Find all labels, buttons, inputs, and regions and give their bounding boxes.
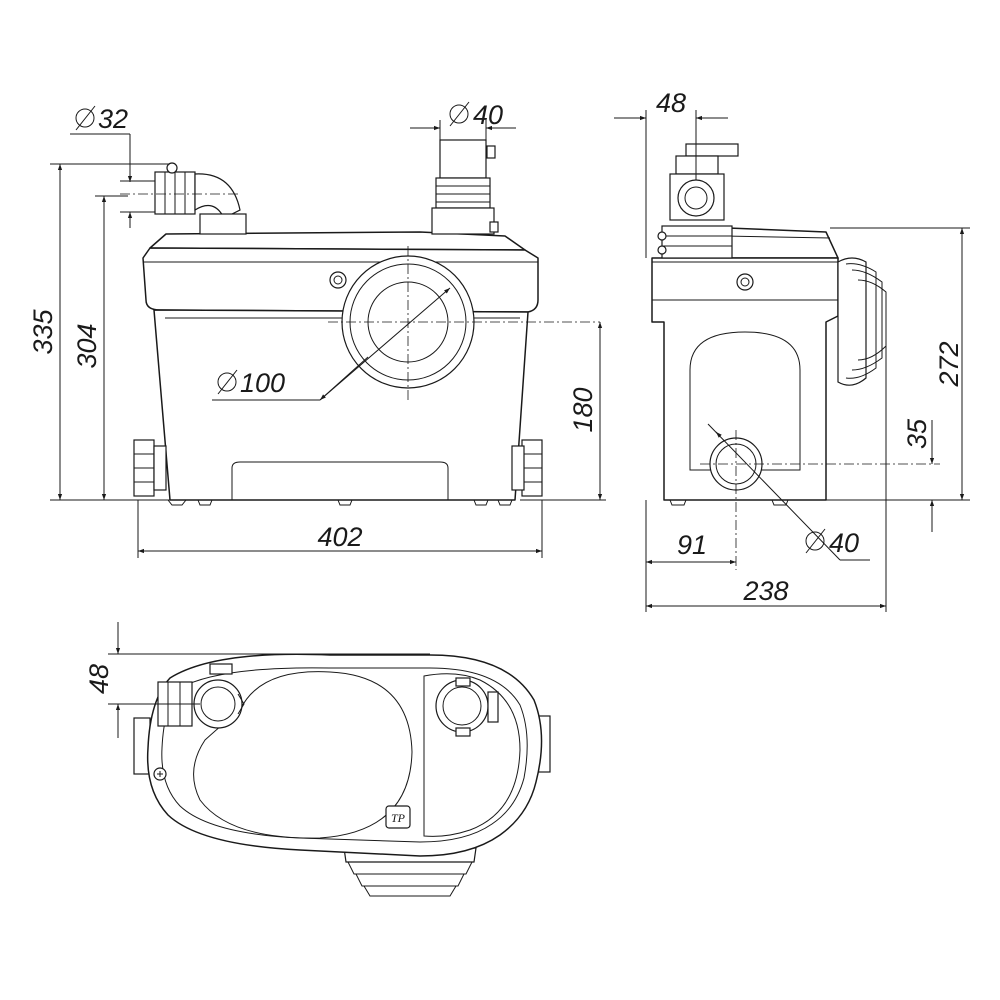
front-lid — [149, 231, 526, 251]
front-top-outlet — [431, 139, 499, 235]
side-arch — [689, 331, 801, 471]
dim-35-label: 35 — [902, 418, 932, 449]
side-small-hole — [736, 273, 754, 291]
dim-304-label: 304 — [72, 323, 102, 368]
top-logo: TP — [385, 805, 411, 829]
side-view: 48 272 35 40 91 — [614, 88, 970, 612]
dim-272-label: 272 — [934, 341, 964, 387]
front-left-stub — [133, 439, 167, 497]
dim-d100-label: 100 — [240, 368, 285, 398]
side-feet — [669, 499, 789, 506]
top-lid-shape — [193, 671, 413, 839]
logo-text: TP — [391, 811, 406, 825]
side-dimensions: 48 272 35 40 91 — [614, 88, 970, 612]
front-small-hole — [329, 271, 347, 289]
top-right-outlet — [435, 677, 499, 737]
top-dimensions: 48 — [84, 622, 430, 738]
dim-48-side-label: 48 — [656, 88, 686, 118]
front-feet — [167, 499, 513, 506]
front-elbow-inlet — [120, 162, 247, 235]
side-lid — [719, 227, 839, 259]
side-low-inlet — [700, 430, 940, 570]
front-right-stub — [511, 439, 543, 497]
side-top-outlet — [657, 143, 739, 259]
front-recess — [231, 461, 449, 500]
side-bellows — [837, 257, 887, 386]
dim-d40-side-label: 40 — [829, 528, 859, 558]
dim-d40-top-label: 40 — [473, 100, 503, 130]
dim-48-top-label: 48 — [84, 664, 114, 694]
top-view: TP 48 — [84, 622, 551, 897]
dim-91-label: 91 — [677, 530, 707, 560]
dim-335-label: 335 — [28, 308, 58, 354]
front-main-inlet — [328, 246, 600, 400]
dim-238-label: 238 — [742, 576, 788, 606]
dim-180-label: 180 — [568, 387, 598, 432]
dim-d32-label: 32 — [98, 104, 128, 134]
front-dimensions: 32 40 335 304 180 — [28, 100, 606, 558]
dim-402-label: 402 — [317, 522, 362, 552]
front-view: 32 40 335 304 180 — [28, 100, 606, 558]
